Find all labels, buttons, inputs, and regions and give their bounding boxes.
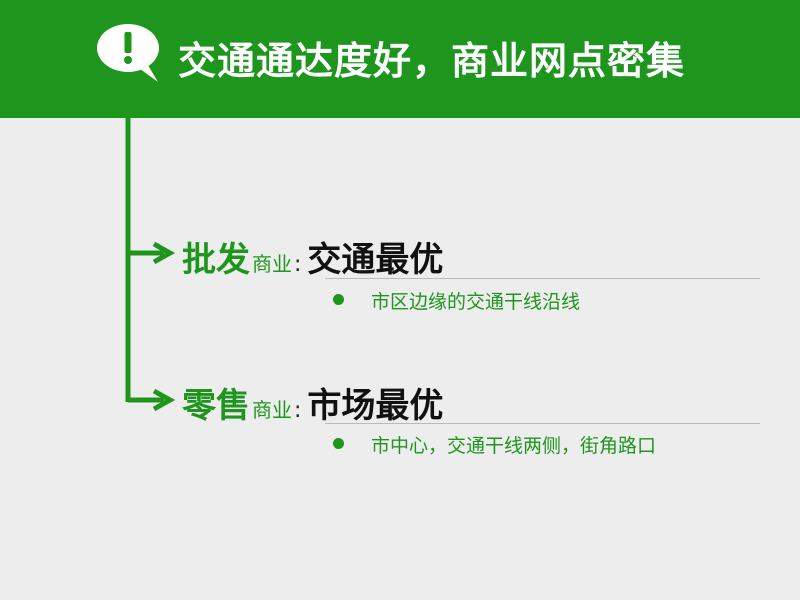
wholesale-heading: 批发商业:交通最优 xyxy=(182,232,443,281)
category-secondary-label: 商业 xyxy=(252,398,292,422)
category-primary-label: 批发 xyxy=(182,240,250,280)
category-secondary-label: 商业 xyxy=(252,252,292,276)
bullet-text: 市中心，交通干线两侧，街角路口 xyxy=(371,435,657,457)
retail-heading: 零售商业:市场最优 xyxy=(182,378,443,427)
bullet-dot-icon xyxy=(333,438,344,449)
category-result: 市场最优 xyxy=(307,386,444,426)
category-colon: : xyxy=(294,398,302,423)
category-colon: : xyxy=(294,252,302,277)
category-primary-label: 零售 xyxy=(182,386,250,426)
header-bar: 交通通达度好，商业网点密集 xyxy=(0,0,800,118)
page-title: 交通通达度好，商业网点密集 xyxy=(178,39,686,83)
bullet-text: 市区边缘的交通干线沿线 xyxy=(371,291,581,313)
bullet-dot-icon xyxy=(333,294,344,305)
category-result: 交通最优 xyxy=(307,240,444,280)
divider xyxy=(325,423,760,424)
tree-connector xyxy=(125,118,176,412)
divider xyxy=(325,278,760,279)
exclamation-speech-bubble-icon xyxy=(97,24,159,82)
